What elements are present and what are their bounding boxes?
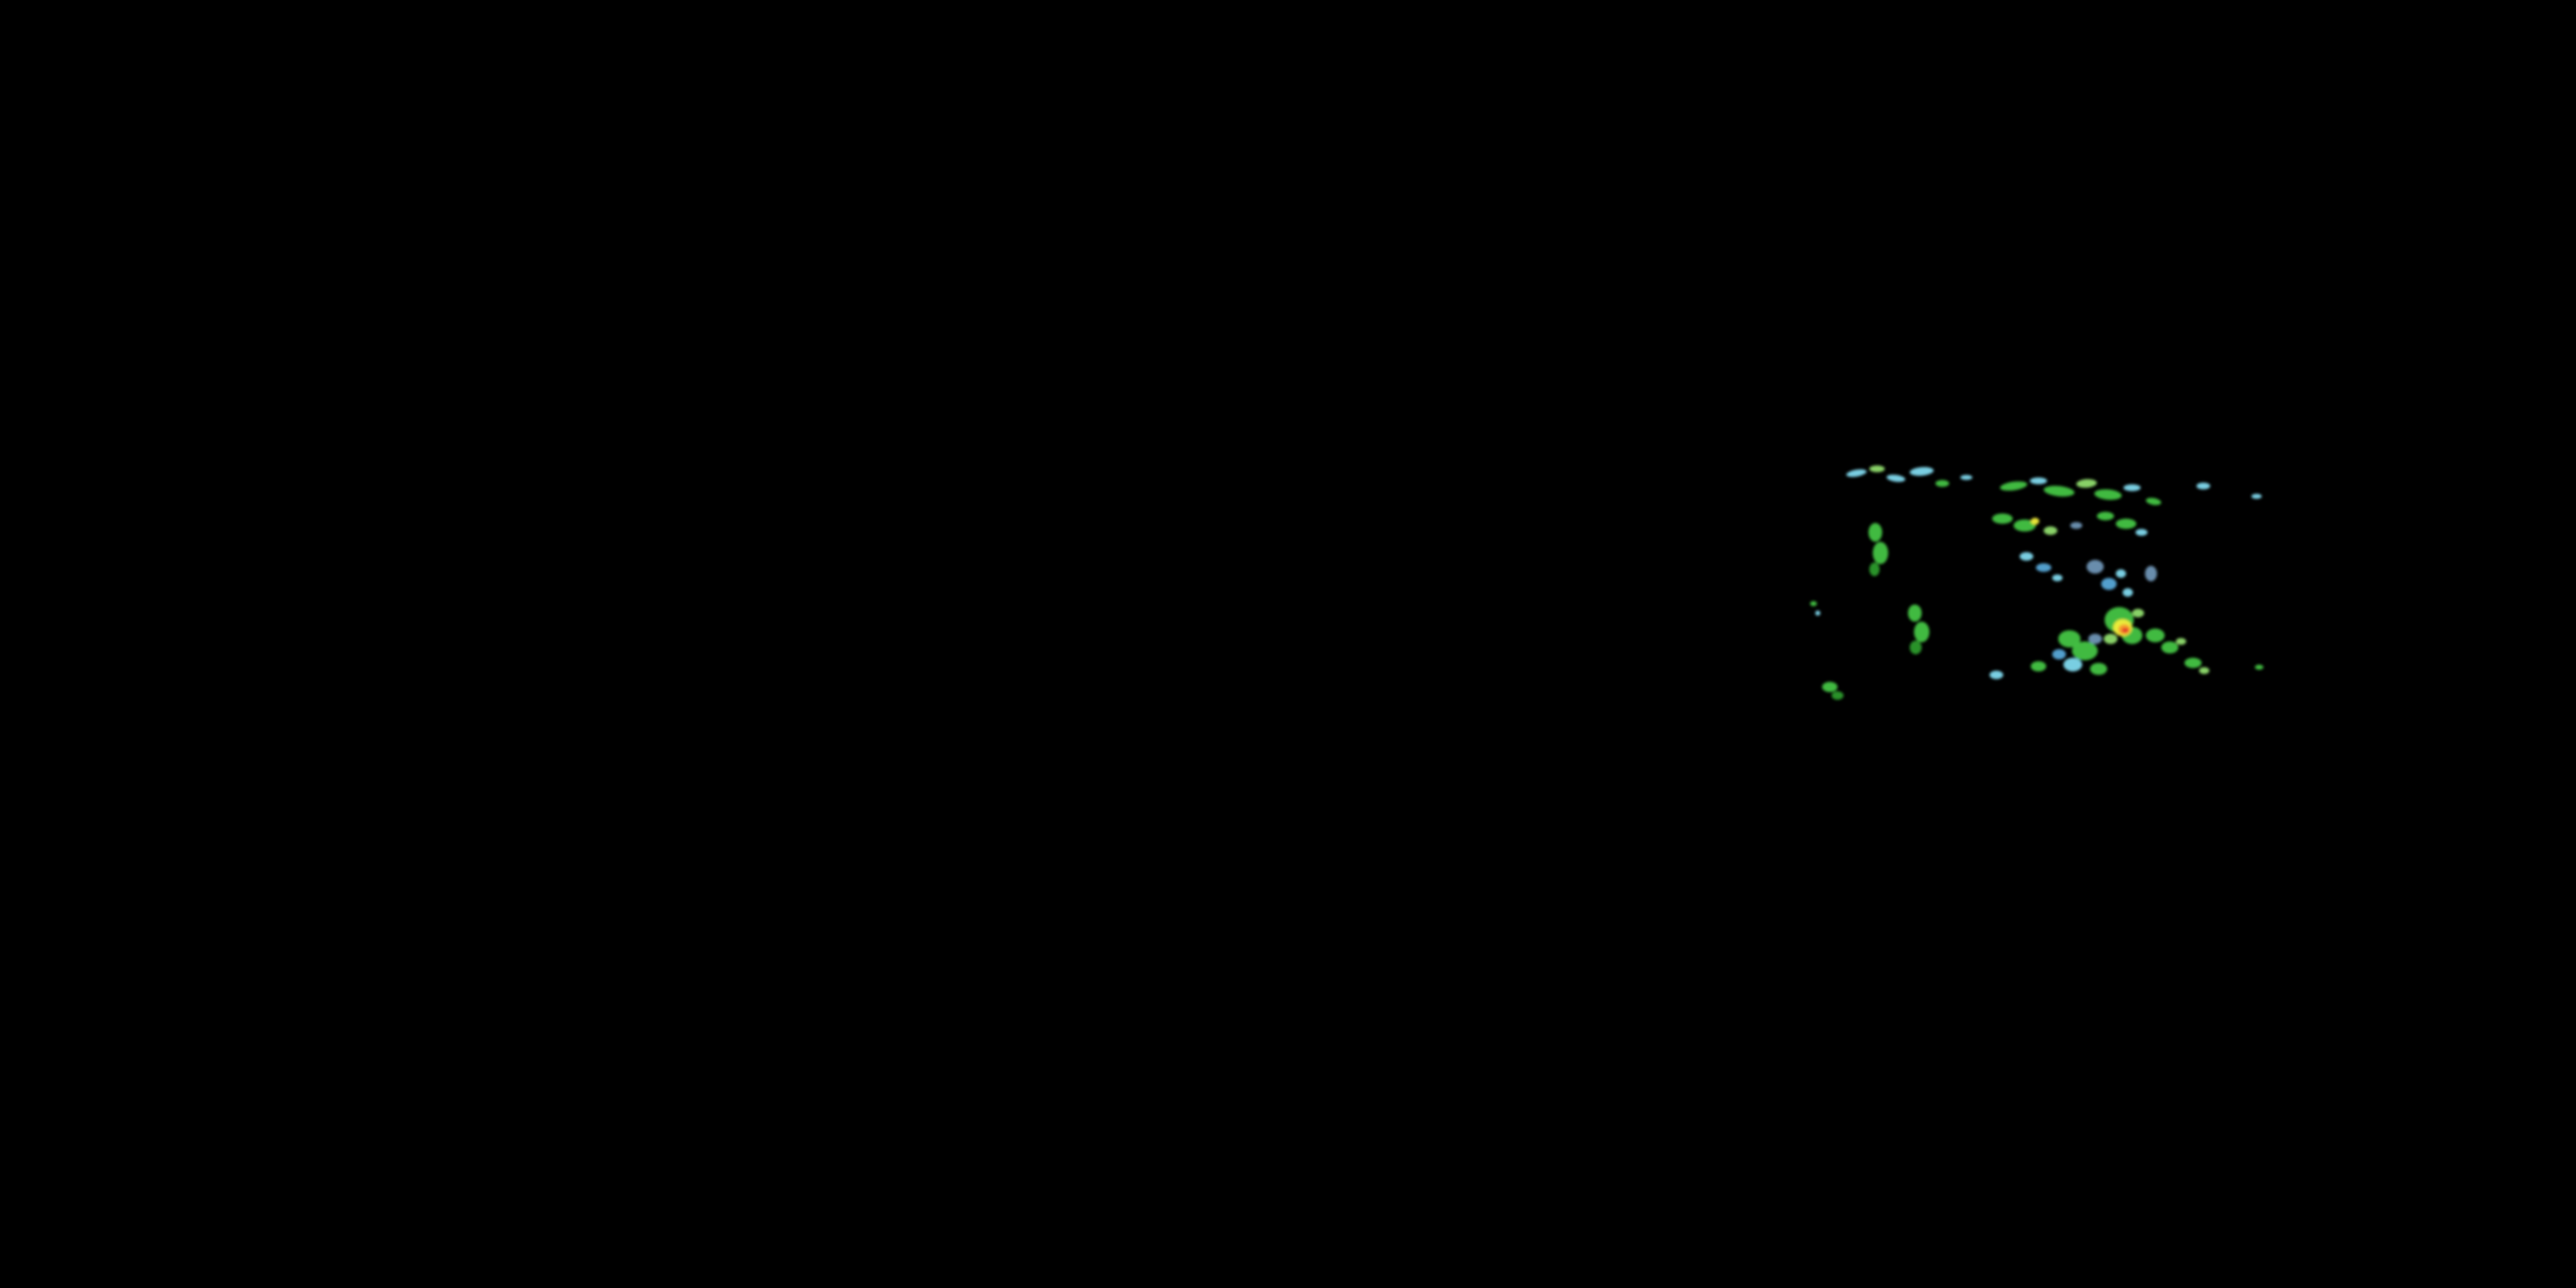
radar-echo (1908, 605, 1922, 622)
radar-echo (2123, 484, 2141, 491)
radar-echo (2199, 667, 2209, 674)
radar-echo (1960, 475, 1972, 480)
radar-echo (2088, 634, 2102, 644)
radar-echo (2146, 497, 2161, 506)
radar-echo (2184, 658, 2202, 668)
radar-echo (2132, 609, 2144, 617)
radar-echo (1868, 523, 1882, 542)
radar-echo (1869, 562, 1880, 576)
radar-echo (2014, 519, 2036, 532)
radar-echo (1815, 611, 1820, 616)
radar-echo (2255, 665, 2263, 670)
radar-echo (2116, 569, 2126, 578)
radar-echo (2031, 661, 2046, 671)
radar-echo (2136, 529, 2148, 536)
radar-echo (2104, 634, 2117, 644)
radar-echo (1810, 601, 1817, 606)
radar-echo (2044, 526, 2057, 535)
radar-echo (1910, 641, 1922, 654)
radar-echo (2052, 649, 2066, 659)
radar-echo (1873, 542, 1888, 564)
radar-echo-group (1810, 465, 2263, 700)
radar-echo (2000, 481, 2027, 491)
radar-echo (2052, 574, 2063, 581)
radar-echo (2101, 578, 2117, 590)
radar-echo (2063, 658, 2082, 671)
radar-echo (1914, 622, 1929, 642)
radar-echo (2116, 519, 2136, 529)
radar-echo (2123, 588, 2133, 597)
radar-echo (1886, 474, 1905, 483)
radar-echo (2070, 522, 2082, 529)
radar-echo (2097, 512, 2114, 520)
radar-echo (1992, 513, 2013, 524)
radar-echo (1990, 671, 2003, 679)
radar-echo (2058, 630, 2081, 647)
radar-echo (2087, 560, 2104, 574)
radar-echo (2122, 628, 2129, 633)
radar-echo (2090, 663, 2107, 675)
radar-echo (2076, 478, 2097, 489)
radar-echo (2031, 518, 2039, 525)
radar-echo (1869, 465, 1885, 472)
radar-echo (2030, 477, 2047, 484)
radar-echo (1846, 469, 1867, 477)
radar-echo (2145, 566, 2157, 581)
radar-echo (2176, 638, 2186, 645)
radar-echo (1935, 480, 1949, 487)
radar-echo (1910, 466, 1934, 477)
radar-echo (2146, 629, 2165, 642)
radar-echo (2251, 494, 2262, 499)
radar-echo (2036, 563, 2051, 572)
radar-echo (2072, 641, 2098, 660)
radar-echo (2161, 641, 2178, 653)
radar-echo (1832, 691, 1844, 700)
radar-echo (1822, 682, 1838, 692)
radar-echo (2044, 485, 2075, 497)
radar-echo (2020, 552, 2033, 561)
radar-echo (2094, 489, 2122, 501)
radar-echo (2196, 483, 2210, 489)
